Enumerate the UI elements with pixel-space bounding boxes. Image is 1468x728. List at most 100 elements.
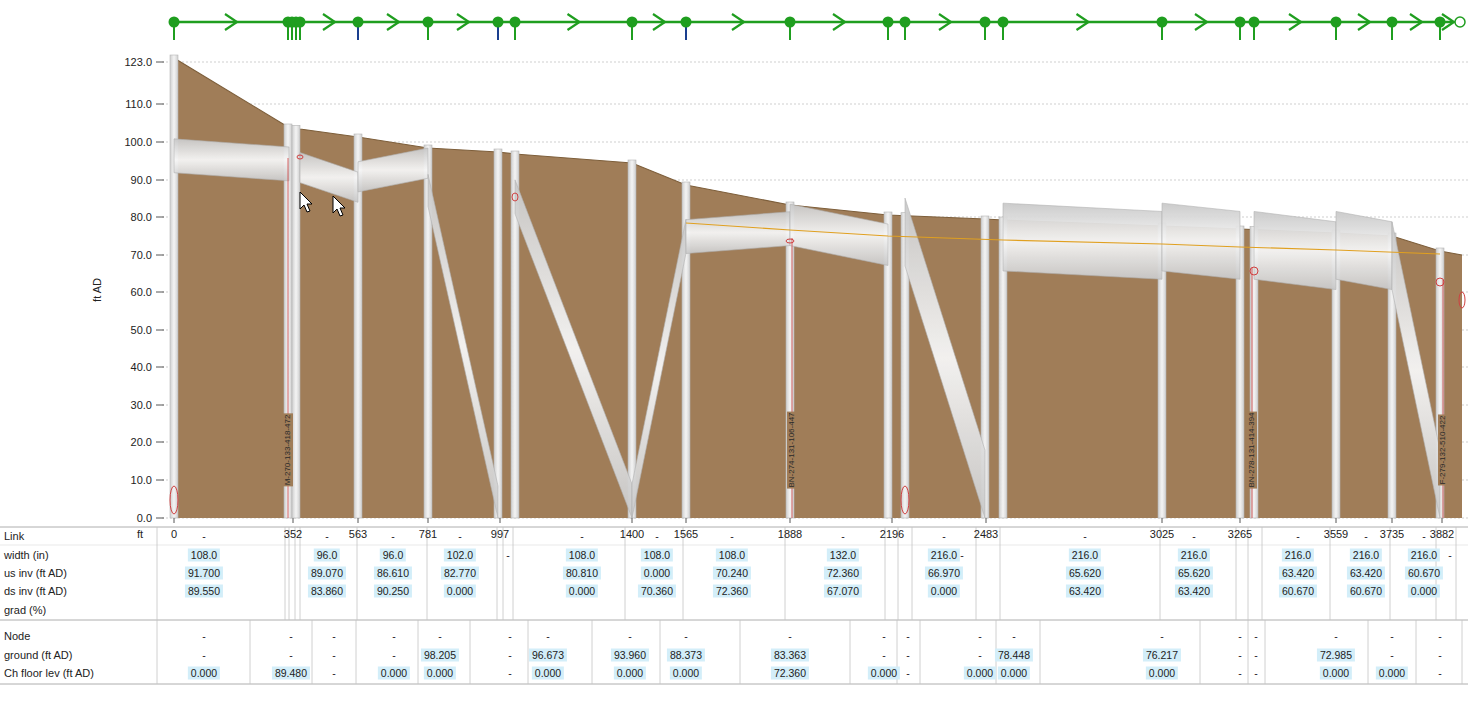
flow-arrow <box>1077 14 1089 30</box>
pipe <box>428 174 498 518</box>
table-cell: - <box>939 530 949 543</box>
tick <box>156 292 164 293</box>
table-cell: 0.000 <box>188 667 220 680</box>
flow-arrow <box>323 14 335 30</box>
manhole-shaft <box>284 124 292 518</box>
table-divider <box>503 527 504 620</box>
table-divider <box>300 527 301 620</box>
table-cell: 90.250 <box>374 585 412 598</box>
axis-tick-label: 563 <box>349 528 367 541</box>
table-cell: - <box>681 630 691 643</box>
table-divider <box>850 620 851 684</box>
table-divider <box>1248 527 1249 620</box>
table-divider <box>427 527 428 620</box>
tick <box>156 330 164 331</box>
node-marker <box>785 17 796 28</box>
tick <box>686 518 687 523</box>
table-cell: 0.000 <box>928 585 960 598</box>
table-cell: - <box>785 630 795 643</box>
axis-tick-label: 0 <box>171 528 177 541</box>
tick <box>156 217 164 218</box>
table-cell: 98.205 <box>421 649 459 662</box>
tick <box>1336 518 1337 523</box>
table-divider <box>683 527 684 620</box>
table-cell: - <box>1387 630 1397 643</box>
table-divider <box>1040 620 1041 684</box>
marker-oval <box>297 155 303 159</box>
table-divider <box>885 527 886 620</box>
axis-tick-label: 40.0 <box>131 361 152 374</box>
table-divider <box>1330 527 1331 620</box>
table-cell: 83.860 <box>308 585 346 598</box>
axis-tick-label: 781 <box>419 528 437 541</box>
table-cell: - <box>1189 530 1199 543</box>
axis-tick-label: 352 <box>284 528 302 541</box>
axis-tick-label: 50.0 <box>131 324 152 337</box>
table-cell: 72.360 <box>771 667 809 680</box>
flow-arrow <box>225 14 237 30</box>
outfall-marker <box>1455 17 1465 27</box>
table-divider <box>1160 527 1161 620</box>
table-cell: 80.810 <box>563 567 601 580</box>
manholes <box>170 55 1444 518</box>
table-cell: - <box>455 530 465 543</box>
table-cell: 60.670 <box>1405 567 1443 580</box>
table-cell: - <box>1251 649 1261 662</box>
table-cell: 83.363 <box>771 649 809 662</box>
node-marker <box>627 17 638 28</box>
table-cell: - <box>1157 630 1167 643</box>
row-header: us inv (ft AD) <box>4 567 67 580</box>
network-line <box>174 21 1452 24</box>
table-divider <box>513 527 514 620</box>
axis-tick-label: 90.0 <box>131 174 152 187</box>
table-divider <box>357 527 358 620</box>
tick <box>892 518 893 523</box>
node-marker <box>493 17 504 28</box>
table-cell: 0.000 <box>1408 585 1440 598</box>
axis-unit: ft <box>137 528 143 541</box>
table-divider <box>1456 527 1457 620</box>
table-cell: - <box>879 630 889 643</box>
tick <box>156 255 164 256</box>
marker-oval <box>512 193 518 201</box>
table-cell: - <box>957 549 967 562</box>
node-marker <box>1235 17 1246 28</box>
table-cell: - <box>388 530 398 543</box>
table-divider <box>1200 620 1201 684</box>
axis-tick-label: 10.0 <box>131 474 152 487</box>
node-id-label: M-270-133-418-472 <box>283 414 293 487</box>
table-cell: - <box>1251 667 1261 680</box>
table-cell: - <box>1419 530 1429 543</box>
table-cell: - <box>435 630 445 643</box>
table-ground <box>0 527 1468 687</box>
marker-oval <box>1459 292 1465 308</box>
water-level-line <box>686 223 1440 254</box>
marker-oval <box>1436 278 1444 286</box>
table-cell: 0.000 <box>641 567 673 580</box>
table-cell: - <box>322 530 332 543</box>
axis-tick-label: 3265 <box>1228 528 1252 541</box>
table-cell: - <box>505 630 515 643</box>
table-cell: - <box>1235 649 1245 662</box>
table-cell: 89.480 <box>272 667 310 680</box>
table-cell: 72.360 <box>713 585 751 598</box>
table-cell: - <box>543 630 553 643</box>
table-cell: 0.000 <box>670 667 702 680</box>
marker-oval <box>170 486 178 514</box>
node-marker <box>998 17 1009 28</box>
table-cell: 216.0 <box>1178 549 1210 562</box>
axis-tick-label: 997 <box>491 528 509 541</box>
table-cell: 67.070 <box>824 585 862 598</box>
pipes <box>174 139 1440 518</box>
network-strip <box>169 14 1466 40</box>
table-cell: - <box>1445 549 1455 562</box>
axis-title: ft AD <box>91 278 104 302</box>
marker-oval <box>901 486 909 514</box>
table-cell: - <box>652 530 662 543</box>
node-marker <box>681 17 692 28</box>
table-cell: 60.670 <box>1347 585 1385 598</box>
table-divider <box>157 620 158 684</box>
table-divider <box>1462 620 1463 684</box>
node-marker <box>1331 17 1342 28</box>
